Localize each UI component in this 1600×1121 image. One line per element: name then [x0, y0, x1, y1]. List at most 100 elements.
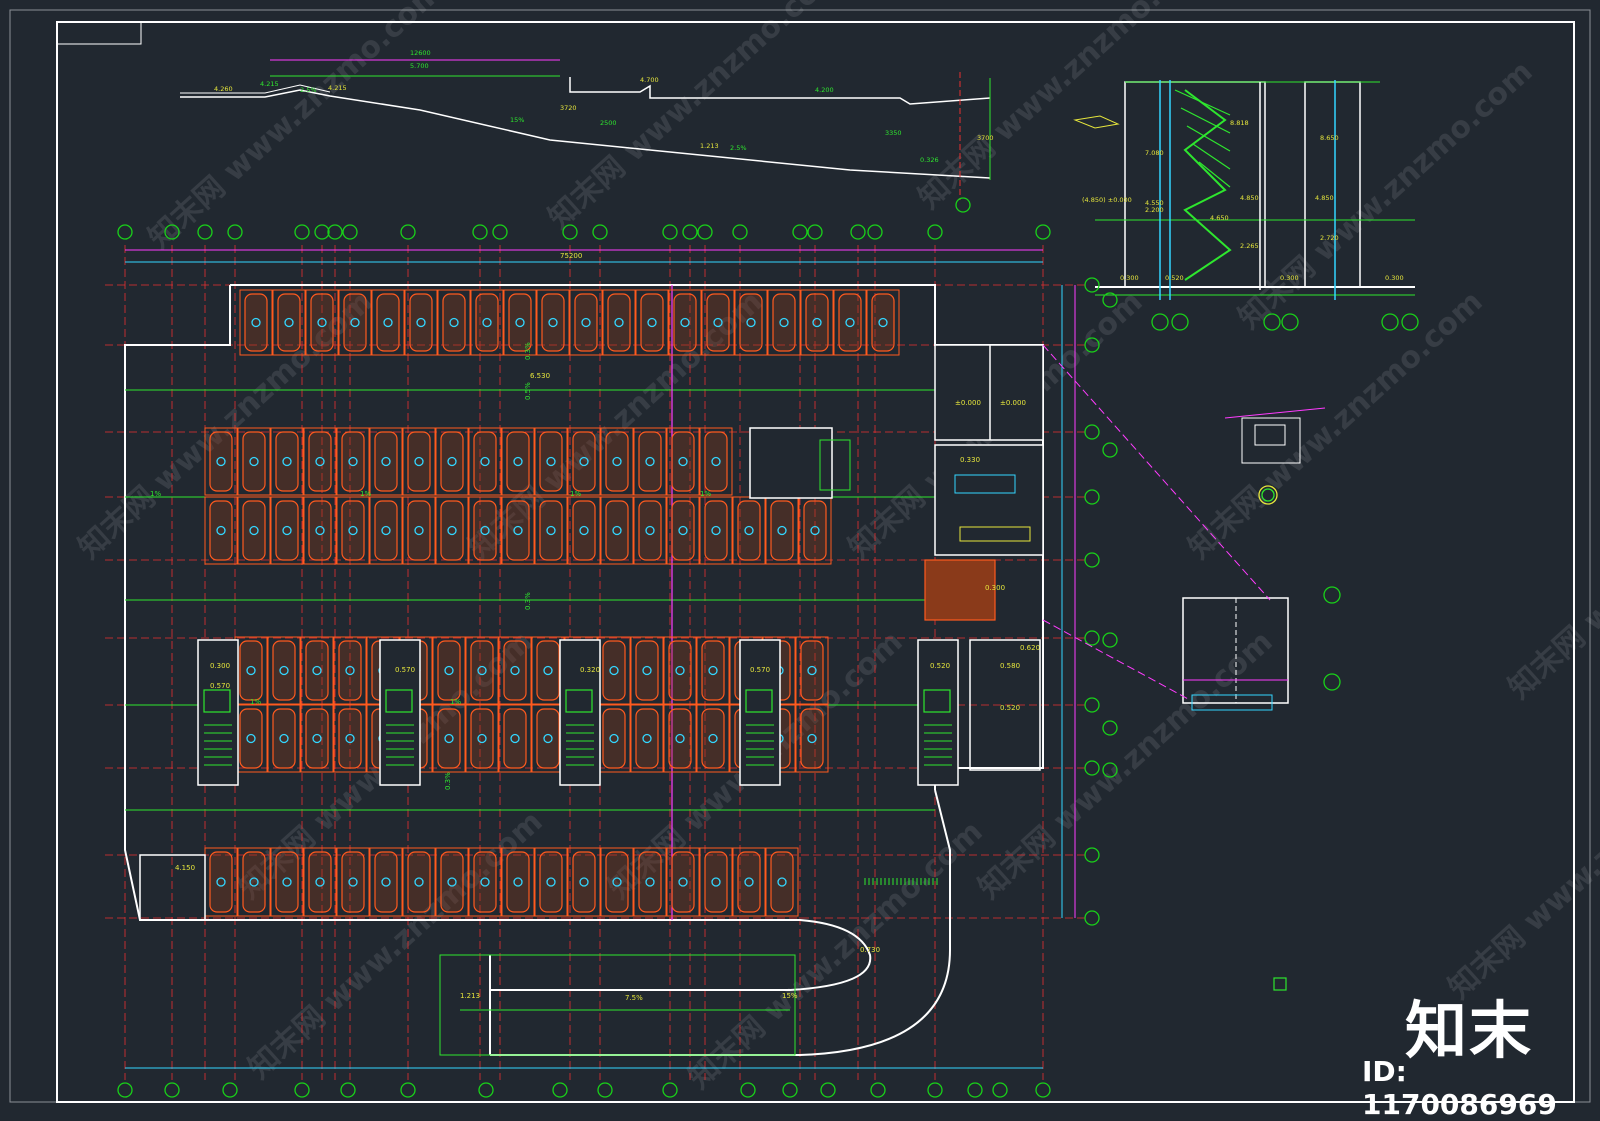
car-marker [282, 525, 292, 536]
parking-stall [267, 704, 301, 773]
parking-space [602, 289, 636, 356]
grid-bubble [1151, 313, 1169, 331]
car-marker [444, 665, 454, 676]
car-outline [209, 431, 233, 492]
parking-space [435, 847, 469, 917]
grid-bubble [662, 224, 678, 240]
parking-stall [734, 289, 768, 356]
room-wall [934, 344, 1044, 441]
parking-space [668, 289, 702, 356]
grid-bubble [1084, 847, 1100, 863]
car-marker [350, 317, 360, 328]
car-marker [216, 456, 226, 467]
car-outline [503, 708, 527, 769]
grid-bubble [1102, 292, 1118, 308]
parking-space [338, 289, 372, 356]
equipment [954, 474, 1016, 494]
parking-space [234, 704, 268, 773]
parking-space [402, 496, 436, 565]
watermark-text: 知末网 www.znzmo.com [1502, 424, 1600, 706]
car-marker [744, 877, 754, 887]
parking-space [696, 636, 730, 705]
grid-bubble [197, 224, 213, 240]
slope-label: 0.3% [444, 772, 452, 790]
ramp-profile-label: 3350 [885, 129, 902, 137]
parking-space [630, 636, 664, 705]
parking-stall [633, 496, 667, 565]
car-outline [473, 851, 497, 913]
watermark-text: 知末网 www.znzmo.com [1232, 54, 1539, 336]
car-outline [242, 500, 266, 561]
elevator-shaft [203, 689, 231, 713]
car-marker [647, 317, 657, 328]
car-marker [680, 317, 690, 328]
section-label: 2.720 [1320, 234, 1339, 242]
car-marker [642, 733, 652, 744]
parking-stall [696, 636, 730, 705]
grid-bubble [117, 1082, 133, 1098]
parking-space [300, 704, 334, 773]
parking-stall [303, 496, 337, 565]
section-label: 2.265 [1240, 242, 1259, 250]
car-outline [473, 431, 497, 492]
accessible-stall [924, 559, 996, 621]
parking-stall [371, 289, 405, 356]
grid-bubble [552, 1082, 568, 1098]
car-outline [605, 431, 629, 492]
pit-detail [1224, 407, 1326, 505]
ramp-profile-label: 4.200 [815, 86, 834, 94]
grid-bubble [782, 1082, 798, 1098]
parking-space [300, 636, 334, 705]
parking-stall [600, 496, 634, 565]
car-marker [609, 665, 619, 676]
car-outline [341, 431, 365, 492]
car-outline [244, 293, 268, 352]
parking-stall [300, 636, 334, 705]
parking-space [633, 847, 667, 917]
car-outline [770, 851, 794, 913]
car-outline [635, 640, 659, 701]
car-marker [678, 525, 688, 536]
grid-bubble [222, 1082, 238, 1098]
car-marker [246, 665, 256, 676]
parking-stall [666, 496, 700, 565]
parking-stall [468, 847, 502, 917]
drawing-border [56, 21, 1575, 1103]
car-outline [305, 640, 329, 701]
car-outline [541, 293, 565, 352]
parking-stall [333, 636, 367, 705]
car-marker [216, 877, 226, 887]
car-outline [607, 293, 631, 352]
car-outline [440, 851, 464, 913]
parking-space [503, 289, 537, 356]
grid-bubble [342, 224, 358, 240]
plan-label: 15% [782, 992, 798, 1000]
car-marker [708, 733, 718, 744]
car-marker [711, 877, 721, 887]
ramp-profile-label: 2500 [600, 119, 617, 127]
parking-stall [239, 289, 273, 356]
room-wall [749, 427, 833, 499]
parking-stall [300, 704, 334, 773]
parking-space [470, 289, 504, 356]
parking-stall [501, 496, 535, 565]
grid-bubble [164, 224, 180, 240]
room-wall [139, 854, 206, 921]
parking-stall [795, 636, 829, 705]
parking-stall [567, 427, 601, 496]
car-outline [275, 851, 299, 913]
grid-bubble [562, 224, 578, 240]
watermark-id: ID: 1170086969 [1362, 1055, 1557, 1121]
parking-stall [338, 289, 372, 356]
parking-space [369, 427, 403, 496]
car-marker [216, 525, 226, 536]
parking-stall [237, 427, 271, 496]
parking-stall [465, 704, 499, 773]
car-outline [277, 293, 301, 352]
grid-bubble [807, 224, 823, 240]
car-marker [315, 456, 325, 467]
parking-stall [765, 847, 799, 917]
car-outline [308, 431, 332, 492]
car-marker [807, 665, 817, 676]
car-marker [480, 525, 490, 536]
